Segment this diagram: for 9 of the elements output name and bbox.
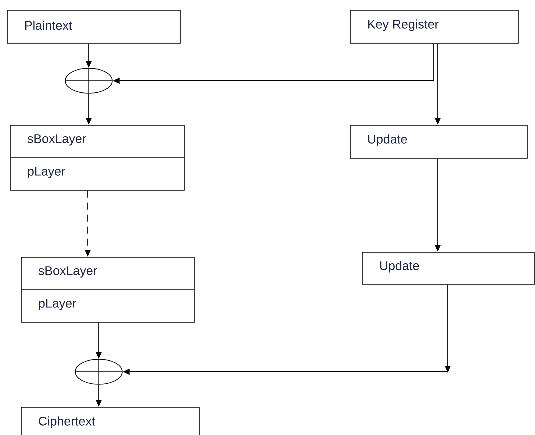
process-box: Key Register	[350, 10, 519, 44]
process-box: Update	[362, 252, 535, 285]
layer-box: sBoxLayer pLayer	[10, 125, 185, 191]
layer-box: sBoxLayer pLayer	[20, 257, 195, 323]
xor-symbol	[65, 68, 113, 94]
process-box: Update	[350, 125, 528, 159]
process-box: Ciphertext	[21, 407, 200, 435]
process-box: Plaintext	[7, 10, 181, 44]
xor-symbol	[75, 359, 123, 385]
